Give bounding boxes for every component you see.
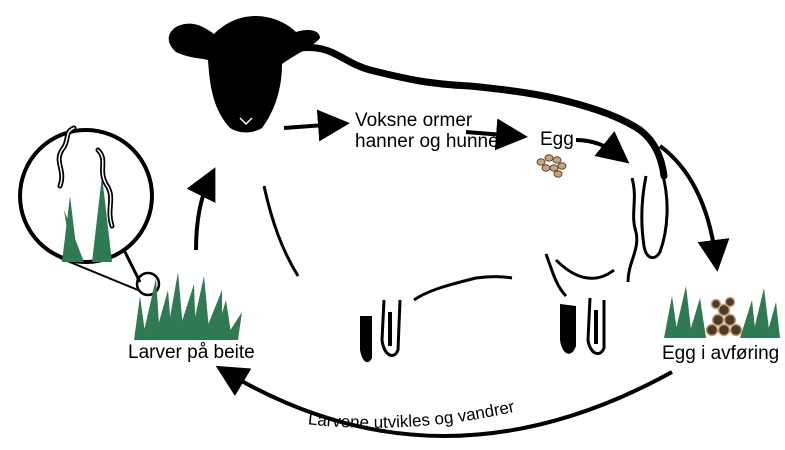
arrow-larvae-to-sheep [196,178,210,250]
adult-worms-label: Voksne ormer hanner og hunner [355,110,505,152]
arrow-eggs-to-tail [576,140,620,156]
magnifier-icon [20,130,159,295]
larvae-develop-label: Larvene utvikles og vandrer [307,397,516,432]
arrow-sheep-to-worms [284,124,338,128]
egg-icon [537,155,566,177]
dung-icon [707,298,742,336]
eggs-label: Egg [540,129,574,151]
grass-icon [134,272,242,340]
eggs-in-feces-label: Egg i avføring [662,343,779,365]
sheep-icon [169,16,667,362]
larvae-on-pasture-label: Larver på beite [128,342,255,364]
